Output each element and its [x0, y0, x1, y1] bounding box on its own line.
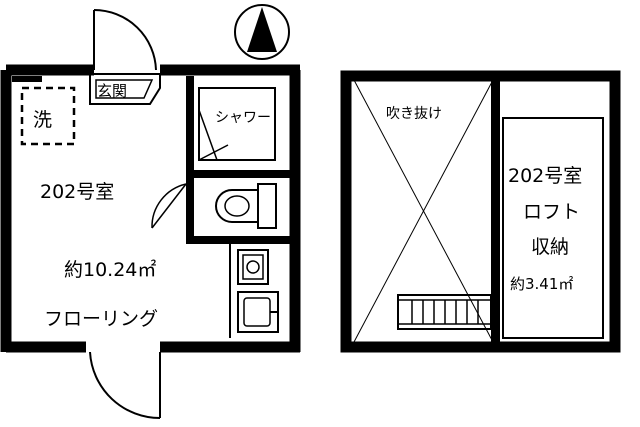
room-area-label: 約10.24㎡	[64, 258, 156, 281]
toilet	[215, 183, 277, 229]
entrance-label: 玄関	[97, 82, 127, 100]
room-name-label: 202号室	[40, 181, 114, 203]
loft-line2-label: 収納	[531, 236, 569, 258]
loft-line1-label: ロフト	[523, 201, 580, 223]
washer-label: 洗	[33, 109, 52, 131]
void-area	[353, 79, 500, 344]
north-arrow-icon	[234, 4, 290, 60]
washer-space	[20, 86, 76, 146]
loft-floor-plan: 吹き抜け 202号室 ロフト 収納 約3.41㎡	[340, 70, 621, 353]
shower-label: シャワー	[215, 110, 271, 126]
loft-ladder	[397, 294, 492, 330]
kitchen-sink	[237, 291, 279, 333]
shower-room	[198, 87, 276, 161]
floor-type-label: フローリング	[44, 308, 158, 330]
loft-storage-area	[502, 117, 604, 339]
loft-area-label: 約3.41㎡	[510, 275, 573, 293]
toilet-door	[151, 183, 187, 229]
entrance-step	[89, 73, 161, 105]
balcony-door	[89, 351, 161, 420]
void-label: 吹き抜け	[386, 106, 442, 122]
lower-floor-plan: 玄関 洗 シャワー	[0, 9, 301, 420]
loft-room-name-label: 202号室	[508, 165, 582, 187]
stove	[237, 249, 269, 285]
entrance-door	[93, 9, 157, 71]
